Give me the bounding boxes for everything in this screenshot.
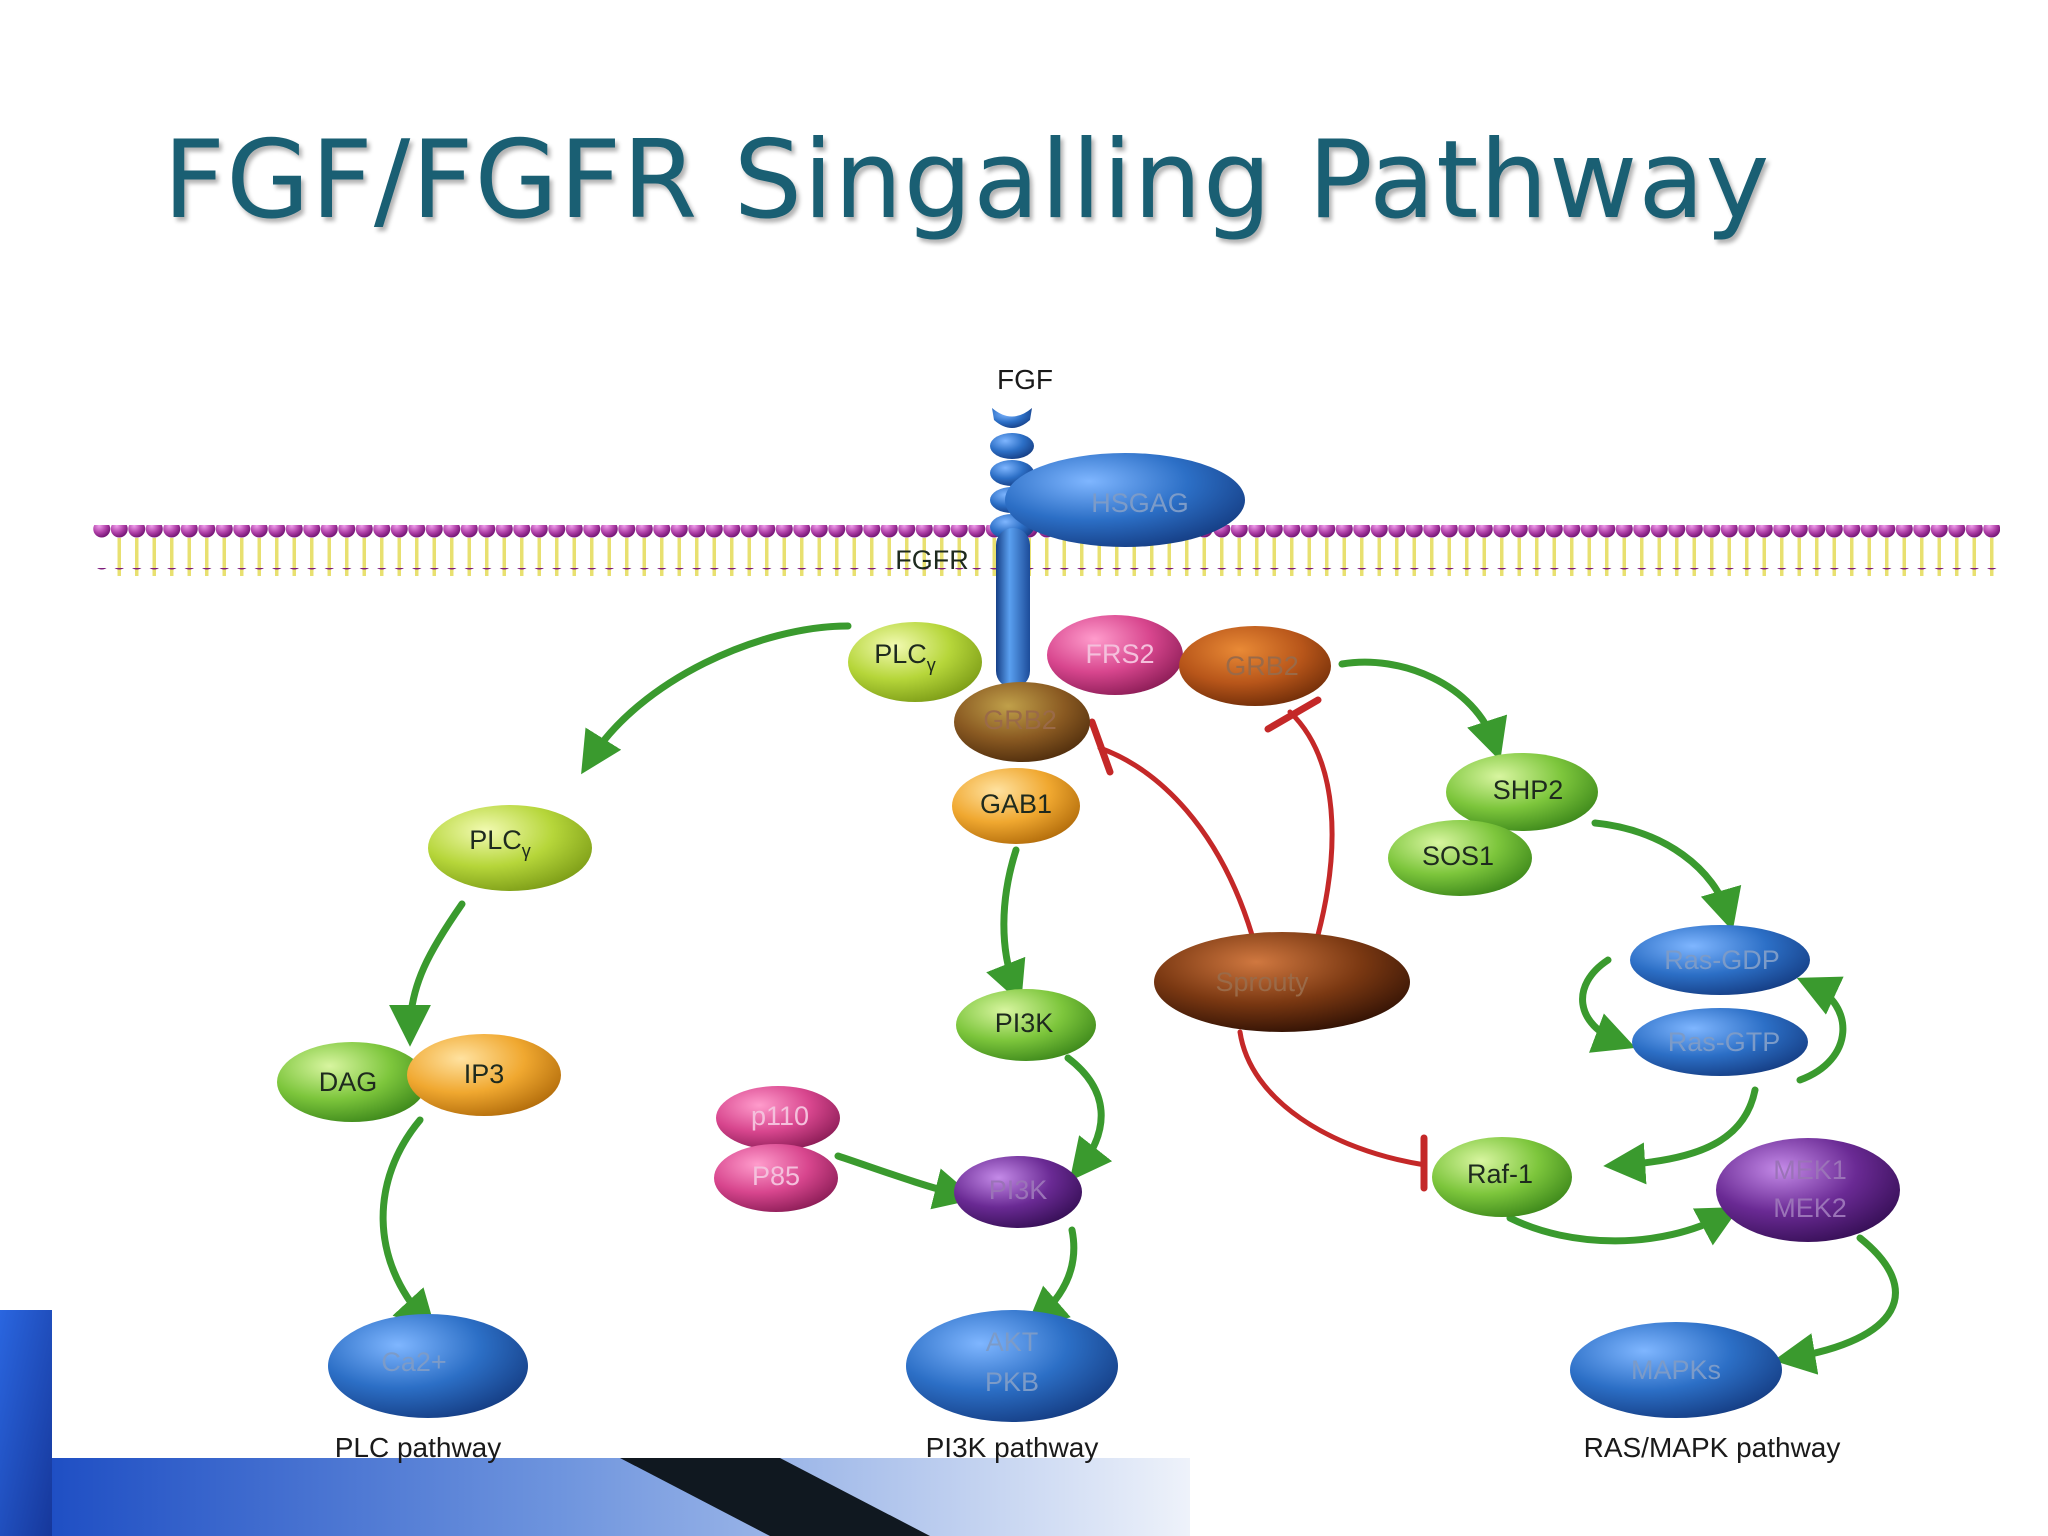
- hsgag-label: HSGAG: [1091, 488, 1189, 518]
- node-ip3: [407, 1034, 561, 1116]
- arrow-gab1-to-pi3k: [986, 846, 1026, 1004]
- mek1-label: MEK1: [1773, 1155, 1847, 1185]
- sos1-label: SOS1: [1422, 841, 1494, 871]
- arrow-plcy-to-plcy: [581, 622, 852, 775]
- inhibit-sprouty-raf1: [1237, 1029, 1428, 1168]
- arrow-mek-to-mapks: [1773, 1234, 1899, 1375]
- pkb-label: PKB: [985, 1367, 1039, 1397]
- plcy-top-subscript: γ: [927, 655, 936, 675]
- fgf-label: FGF: [997, 364, 1053, 395]
- node-pi3k-complex: [954, 1156, 1082, 1228]
- arrow-dag-to-ca: [379, 1116, 437, 1333]
- node-grb2-right: [1179, 626, 1331, 706]
- shp2-label: SHP2: [1493, 775, 1564, 805]
- fgfr-receptor: [990, 408, 1034, 688]
- plcy-mid-subscript: γ: [522, 841, 531, 861]
- akt-label: AKT: [986, 1327, 1039, 1357]
- hsgag-node: [1005, 453, 1245, 547]
- node-grb2-left: [954, 682, 1090, 762]
- arrow-rasgdp-to-rasgtp: [1579, 956, 1636, 1053]
- caption-pi3k-pathway: PI3K pathway: [926, 1432, 1099, 1463]
- p85-label: P85: [752, 1161, 800, 1191]
- cell-membrane: [93, 525, 2000, 588]
- node-ras-gdp: [1630, 925, 1810, 995]
- frs2-label: FRS2: [1085, 639, 1154, 669]
- gab1-label: GAB1: [980, 789, 1052, 819]
- grb2-left-label: GRB2: [983, 705, 1057, 735]
- node-dag: [277, 1042, 427, 1122]
- arrow-rasgtp-to-rasgdp: [1796, 976, 1847, 1084]
- arrow-grb2-to-shp2: [1338, 658, 1508, 761]
- node-akt-pkb: [906, 1310, 1118, 1422]
- plcy-mid-label: PLCγ: [469, 825, 531, 861]
- arrow-shp2-to-rasgdp: [1591, 819, 1742, 932]
- arrow-complex-to-akt: [1025, 1226, 1078, 1330]
- node-ras-gtp: [1632, 1008, 1808, 1076]
- inhibit-sprouty-grb2-right: [1287, 709, 1335, 938]
- node-pi3k: [956, 989, 1096, 1061]
- plcy-top-text: PLC: [874, 639, 927, 669]
- node-mek: [1716, 1138, 1900, 1242]
- slide-title: FGF/FGFR Singalling Pathway: [163, 118, 1771, 243]
- caption-plc-pathway: PLC pathway: [335, 1432, 502, 1463]
- slide-corner-decoration: [0, 1310, 1190, 1536]
- pi3k-label: PI3K: [995, 1008, 1054, 1038]
- arrow-raf1-to-mek: [1506, 1207, 1740, 1246]
- inhibition-lines: [1088, 696, 1428, 1192]
- caption-ras-mapk-pathway: RAS/MAPK pathway: [1584, 1432, 1841, 1463]
- mek2-label: MEK2: [1773, 1193, 1847, 1223]
- node-gab1: [952, 768, 1080, 844]
- node-p110: [716, 1086, 840, 1150]
- ip3-label: IP3: [464, 1059, 505, 1089]
- arrow-rasgtp-to-raf1: [1603, 1086, 1759, 1185]
- node-sos1: [1388, 820, 1532, 896]
- arrow-p85-to-complex: [834, 1152, 977, 1210]
- ras-gtp-label: Ras-GTP: [1668, 1027, 1781, 1057]
- arrow-pi3k-to-complex: [1064, 1054, 1113, 1182]
- p110-label: p110: [751, 1101, 809, 1131]
- node-plcy-mid: [428, 805, 592, 891]
- node-sprouty: [1154, 932, 1410, 1032]
- pi3k-complex-label: PI3K: [989, 1175, 1048, 1205]
- node-shp2: [1446, 753, 1598, 831]
- node-plcy-top: [848, 622, 982, 702]
- grb2-right-label: GRB2: [1225, 651, 1299, 681]
- mapks-label: MAPKs: [1631, 1355, 1721, 1385]
- dag-label: DAG: [319, 1067, 378, 1097]
- plcy-mid-text: PLC: [469, 825, 522, 855]
- activation-arrows: [379, 622, 1899, 1375]
- raf1-label: Raf-1: [1467, 1159, 1533, 1189]
- fgfr-label: FGFR: [895, 545, 969, 575]
- node-p85: [714, 1144, 838, 1212]
- node-ca2: [328, 1314, 528, 1418]
- ca2-label: Ca2+: [381, 1347, 446, 1377]
- plcy-top-label: PLCγ: [874, 639, 936, 675]
- ras-gdp-label: Ras-GDP: [1664, 945, 1780, 975]
- sprouty-label: Sprouty: [1215, 967, 1309, 997]
- node-raf1: [1432, 1137, 1572, 1217]
- arrow-plcy-to-dag: [389, 900, 466, 1047]
- node-frs2: [1047, 615, 1183, 695]
- inhibit-sprouty-grb2-left: [1097, 745, 1255, 938]
- node-mapks: [1570, 1322, 1782, 1418]
